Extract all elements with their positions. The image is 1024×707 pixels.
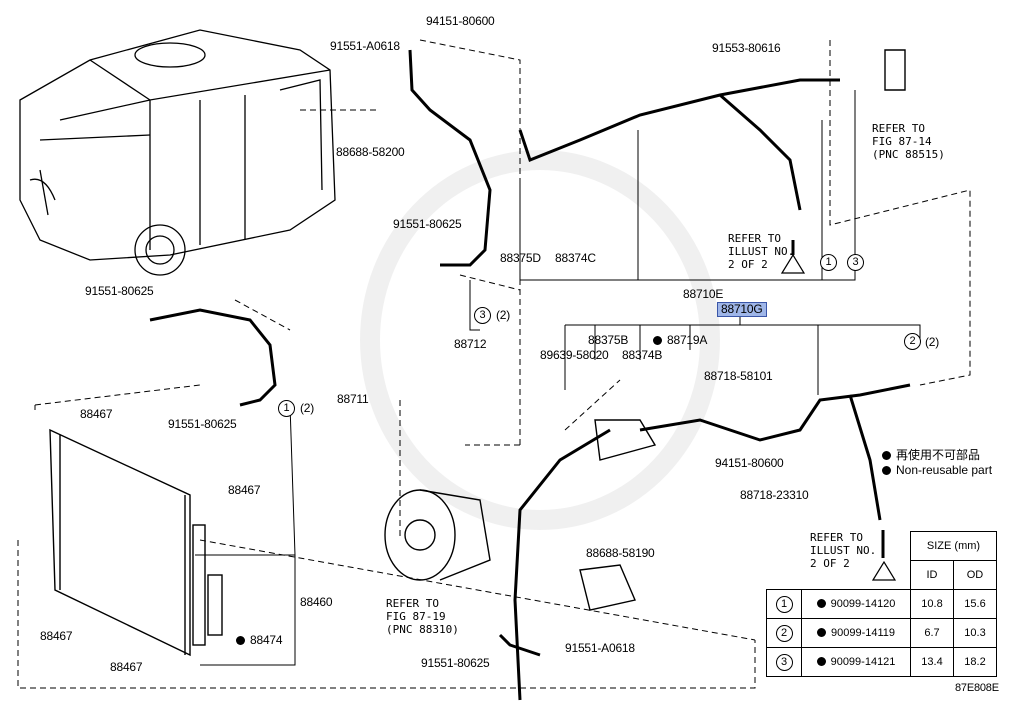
ref-line: FIG 87-19 xyxy=(386,610,446,623)
legend-en: Non-reusable part xyxy=(882,463,992,477)
table-row: 3 90099-14121 13.4 18.2 xyxy=(766,647,997,677)
part-label[interactable]: 88718-23310 xyxy=(740,488,809,502)
part-label[interactable]: 88460 xyxy=(300,595,333,609)
col-header-id: ID xyxy=(910,560,954,590)
ref-line: REFER TO xyxy=(872,122,925,135)
id-value: 6.7 xyxy=(910,618,954,648)
table-row: 1 90099-14120 10.8 15.6 xyxy=(766,589,997,619)
row-callout: 2 xyxy=(775,624,793,642)
ref-line: ILLUST NO. xyxy=(810,544,877,557)
od-value: 10.3 xyxy=(953,618,997,648)
hose-callout-1: 1 xyxy=(820,254,837,271)
part-label-text: 88719A xyxy=(667,333,708,347)
part-label[interactable]: 91551-80625 xyxy=(393,217,462,231)
part-number-text: 90099-14121 xyxy=(830,656,896,668)
part-label[interactable]: 88712 xyxy=(454,337,487,351)
row-callout: 1 xyxy=(775,595,793,613)
part-label[interactable]: 91551-80625 xyxy=(421,656,490,670)
part-label[interactable]: 88710E xyxy=(683,287,724,301)
part-label[interactable]: 88474 xyxy=(236,633,283,647)
non-reusable-dot-icon xyxy=(882,451,891,460)
non-reusable-dot-icon xyxy=(236,636,245,645)
hose-callout-1: 1 xyxy=(278,400,295,417)
refer-fig-87-14[interactable]: REFER TO FIG 87-14 (PNC 88515) xyxy=(872,122,945,161)
non-reusable-dot-icon xyxy=(653,336,662,345)
refer-illust-bottom[interactable]: REFER TO ILLUST NO. 2 OF 2 xyxy=(810,531,876,570)
ref-line: ILLUST NO. xyxy=(728,245,795,258)
part-label[interactable]: 88374C xyxy=(555,251,596,265)
part-label[interactable]: 88718-58101 xyxy=(704,369,773,383)
quantity-label: (2) xyxy=(300,401,315,415)
ref-line: REFER TO xyxy=(386,597,439,610)
part-label[interactable]: 88375B xyxy=(588,333,629,347)
part-number[interactable]: 90099-14119 xyxy=(801,618,911,648)
non-reusable-dot-icon xyxy=(816,657,826,666)
part-label[interactable]: 88467 xyxy=(110,660,143,674)
quantity-label: (2) xyxy=(496,308,511,322)
warning-triangles xyxy=(780,240,897,581)
part-label[interactable]: 91553-80616 xyxy=(712,41,781,55)
ref-line: (PNC 88515) xyxy=(872,148,945,161)
figure-code: 87E808E xyxy=(955,682,999,694)
ref-line: 2 OF 2 xyxy=(810,557,850,570)
non-reusable-dot-icon xyxy=(882,466,891,475)
part-label[interactable]: 91551-80625 xyxy=(85,284,154,298)
part-label[interactable]: 94151-80600 xyxy=(426,14,495,28)
part-label[interactable]: 88688-58190 xyxy=(586,546,655,560)
part-label[interactable]: 88711 xyxy=(337,392,369,406)
part-label[interactable]: 88374B xyxy=(622,348,663,362)
hose-callout-2: 2 xyxy=(904,333,921,350)
part-label[interactable]: 89639-58020 xyxy=(540,348,609,362)
ref-line: 2 OF 2 xyxy=(728,258,768,271)
part-label[interactable]: 88375D xyxy=(500,251,541,265)
row-callout: 3 xyxy=(775,653,793,671)
non-reusable-dot-icon xyxy=(816,599,826,608)
part-number-text: 90099-14120 xyxy=(830,598,896,610)
size-table: SIZE (mm) ID OD 1 90099-14120 10.8 15.6 … xyxy=(766,531,997,677)
non-reusable-dot-icon xyxy=(816,628,826,637)
refer-illust-top[interactable]: REFER TO ILLUST NO. 2 OF 2 xyxy=(728,232,794,271)
part-label-highlighted[interactable]: 88710G xyxy=(717,302,767,317)
part-label[interactable]: 91551-A0618 xyxy=(330,39,400,53)
hose-callout-3: 3 xyxy=(847,254,864,271)
quantity-label: (2) xyxy=(925,335,940,349)
part-number[interactable]: 90099-14121 xyxy=(801,647,911,677)
condenser xyxy=(49,428,223,657)
legend-text: Non-reusable part xyxy=(896,463,993,477)
part-label[interactable]: 88688-58200 xyxy=(336,145,405,159)
part-label-text: 88474 xyxy=(250,633,283,647)
od-value: 15.6 xyxy=(953,589,997,619)
refer-fig-87-19[interactable]: REFER TO FIG 87-19 (PNC 88310) xyxy=(386,597,459,636)
part-number[interactable]: 90099-14120 xyxy=(801,589,911,619)
part-label[interactable]: 88719A xyxy=(653,334,707,347)
part-label[interactable]: 88467 xyxy=(228,483,261,497)
col-header-od: OD xyxy=(953,560,997,590)
part-number-text: 90099-14119 xyxy=(830,627,896,639)
id-value: 13.4 xyxy=(910,647,954,677)
size-table-title: SIZE (mm) xyxy=(910,531,997,561)
ref-line: (PNC 88310) xyxy=(386,623,459,636)
part-label[interactable]: 91551-A0618 xyxy=(565,641,635,655)
id-value: 10.8 xyxy=(910,589,954,619)
part-label[interactable]: 88467 xyxy=(40,629,73,643)
legend-text: 再使用不可部品 xyxy=(896,448,981,462)
ref-line: REFER TO xyxy=(728,232,781,245)
hose-callout-3: 3 xyxy=(474,307,491,324)
vehicle-illustration xyxy=(19,29,336,276)
legend-jp: 再使用不可部品 xyxy=(882,446,980,463)
part-label[interactable]: 88467 xyxy=(80,407,113,421)
ref-line: FIG 87-14 xyxy=(872,135,932,148)
part-label[interactable]: 94151-80600 xyxy=(715,456,784,470)
ref-line: REFER TO xyxy=(810,531,863,544)
table-row: 2 90099-14119 6.7 10.3 xyxy=(766,618,997,648)
part-label[interactable]: 91551-80625 xyxy=(168,417,237,431)
od-value: 18.2 xyxy=(953,647,997,677)
